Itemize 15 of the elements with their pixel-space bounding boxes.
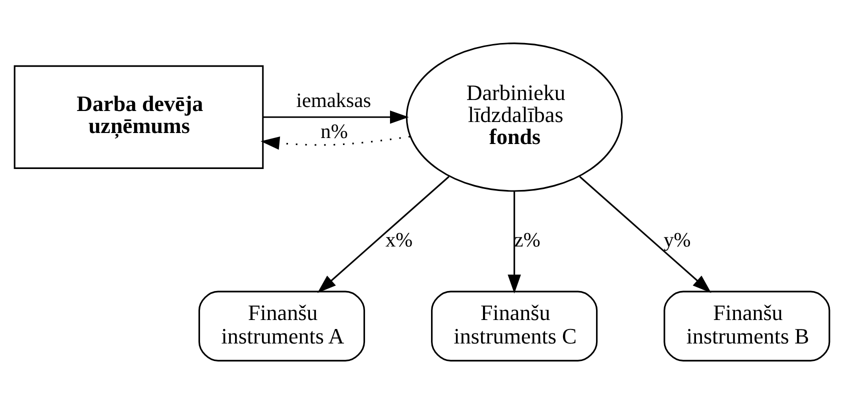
- edge-label: iemaksas: [296, 89, 372, 112]
- edge-label: z%: [514, 229, 540, 252]
- node-box: Finanšu instruments B: [664, 290, 830, 361]
- edge-label: n%: [320, 120, 348, 143]
- node-box: Finanšu instruments A: [198, 290, 366, 361]
- node-ellipse: Darbinieku līdzdalības fonds: [406, 42, 623, 192]
- arrow: [579, 176, 712, 293]
- node-box: Darba devēja uzņēmums: [14, 64, 264, 168]
- arrow: [263, 110, 409, 124]
- arrow: [260, 135, 410, 150]
- arrow: [317, 176, 450, 293]
- arrow: [508, 190, 521, 294]
- edge-label: y%: [664, 229, 691, 252]
- node-box: Finanšu instruments C: [431, 290, 598, 361]
- edge-label: x%: [385, 229, 413, 252]
